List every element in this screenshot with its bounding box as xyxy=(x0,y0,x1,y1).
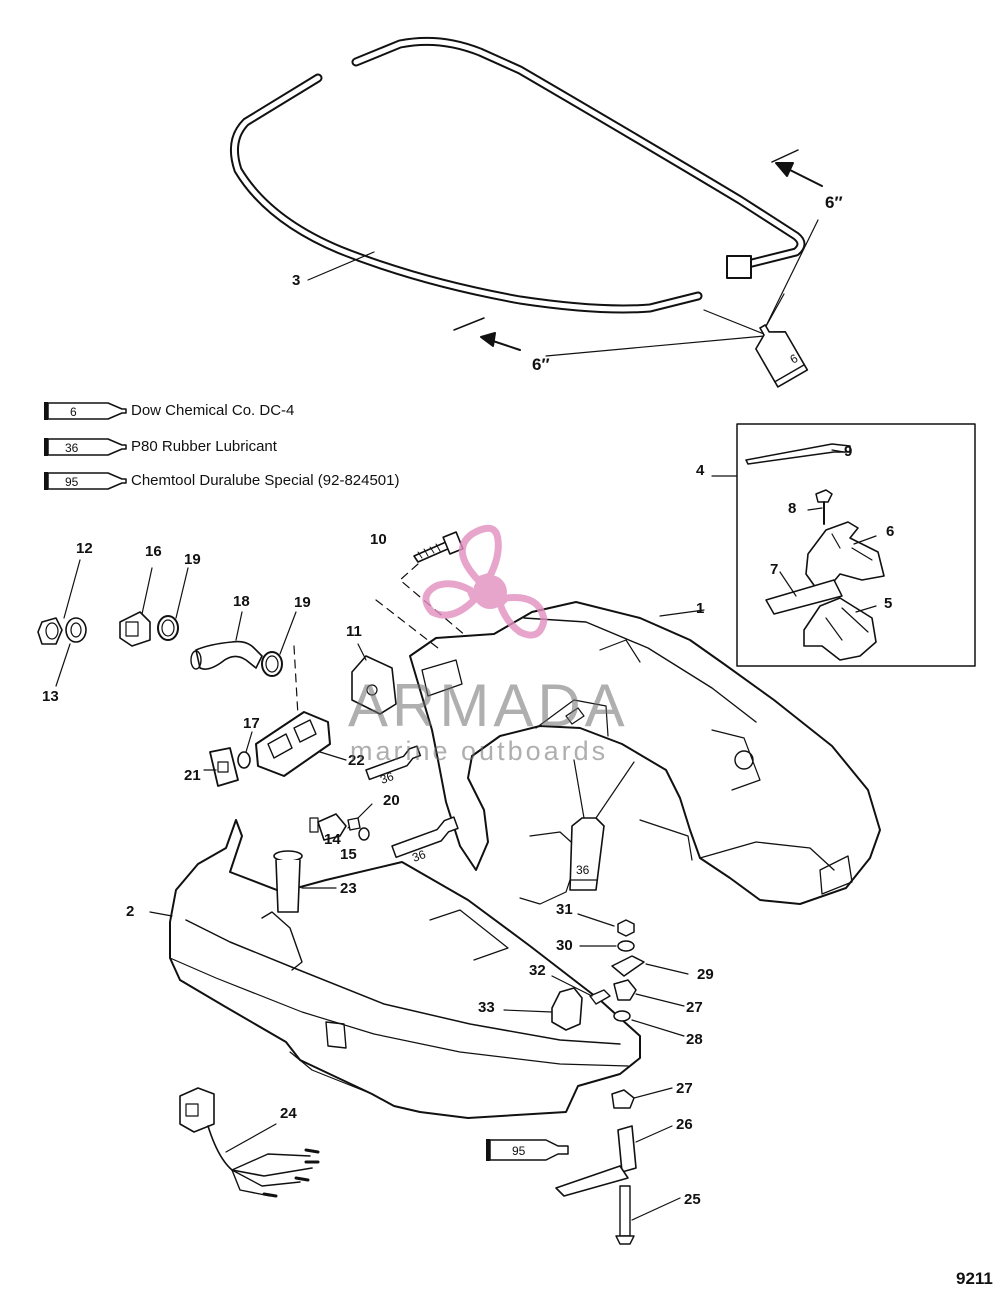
bushing-part-27b xyxy=(611,1089,635,1109)
diagram-number: 9211 xyxy=(956,1269,993,1288)
top-cowl-part-1 xyxy=(409,601,881,905)
callout-11: 11 xyxy=(346,623,362,640)
callout-14: 14 xyxy=(324,831,341,848)
legend-tube-36 xyxy=(44,438,127,456)
callout-19a: 19 xyxy=(184,551,201,568)
callout-16: 16 xyxy=(145,543,162,560)
hose-part-18 xyxy=(190,640,263,670)
dashed-guides xyxy=(293,563,467,717)
callout-25: 25 xyxy=(684,1191,701,1208)
bolt-part-10 xyxy=(413,531,464,563)
washer-part-30 xyxy=(617,940,635,952)
tube-part-23 xyxy=(273,850,303,913)
button-part-21 xyxy=(209,747,239,787)
callout-12: 12 xyxy=(76,540,93,557)
callout-6: 6 xyxy=(886,523,895,540)
ring-part-17 xyxy=(237,751,251,769)
kit-box-4 xyxy=(711,423,976,667)
grommet-part-22 xyxy=(255,711,331,777)
clamp-part-19b xyxy=(261,651,283,677)
callout-3: 3 xyxy=(292,272,301,289)
callout-15: 15 xyxy=(340,846,357,863)
callout-10: 10 xyxy=(370,531,387,548)
callout-29: 29 xyxy=(697,966,714,983)
lubricant-tube-36-c xyxy=(569,759,635,891)
clip-part-15 xyxy=(358,827,370,841)
callout-13: 13 xyxy=(42,688,59,705)
pin-part-25 xyxy=(615,1185,635,1245)
callout-33: 33 xyxy=(478,999,495,1016)
washer-part-28 xyxy=(613,1010,631,1022)
watermark-subtitle: marine outboards xyxy=(350,736,609,766)
legend-text-6: Dow Chemical Co. DC-4 xyxy=(131,402,295,419)
callout-7: 7 xyxy=(770,561,779,578)
dimension-label-lower: 6″ xyxy=(532,355,550,374)
tube-code-near-22: 36 xyxy=(378,769,396,787)
legend-text-95: Chemtool Duralube Special (92-824501) xyxy=(131,472,400,489)
lubricant-tube-36-b xyxy=(391,816,459,859)
legend-code-6: 6 xyxy=(70,405,77,419)
callout-5: 5 xyxy=(884,595,893,612)
lubricant-tube-95 xyxy=(486,1139,569,1161)
tube-code-bottom: 95 xyxy=(512,1144,526,1158)
callout-4: 4 xyxy=(696,462,705,479)
callout-2: 2 xyxy=(126,903,135,920)
callout-26: 26 xyxy=(676,1116,693,1133)
legend-code-36: 36 xyxy=(65,441,79,455)
clamp-part-19a xyxy=(157,615,179,641)
bracket-part-11 xyxy=(351,655,397,715)
legend-text-36: P80 Rubber Lubricant xyxy=(131,438,277,455)
callout-22: 22 xyxy=(348,752,365,769)
callout-27b: 27 xyxy=(676,1080,693,1097)
callout-27a: 27 xyxy=(686,999,703,1016)
callout-20: 20 xyxy=(383,792,400,809)
legend-tube-95 xyxy=(44,472,127,490)
seal-part-3 xyxy=(229,36,819,357)
watermark-title: ARMADA xyxy=(348,672,629,739)
arrow-lower xyxy=(480,332,521,351)
bracket-part-29 xyxy=(611,955,645,977)
bottom-cowl-part-2 xyxy=(169,819,641,1119)
nut-part-31 xyxy=(617,919,635,937)
legend-tube-6 xyxy=(44,402,127,420)
harness-part-24 xyxy=(179,1087,320,1198)
handle-part-26 xyxy=(555,1125,637,1197)
leader-2 xyxy=(149,911,173,917)
leader-1 xyxy=(659,609,705,617)
callout-28: 28 xyxy=(686,1031,703,1048)
dimension-label-upper: 6″ xyxy=(825,193,843,212)
callout-17: 17 xyxy=(243,715,260,732)
callout-19b: 19 xyxy=(294,594,311,611)
legend-code-95: 95 xyxy=(65,475,79,489)
callout-24: 24 xyxy=(280,1105,297,1122)
callout-18: 18 xyxy=(233,593,250,610)
ring-part-13 xyxy=(65,617,87,643)
callout-8: 8 xyxy=(788,500,797,517)
screw-part-32 xyxy=(589,989,611,1005)
lubricant-tube-36-a xyxy=(365,745,422,781)
callout-1: 1 xyxy=(696,600,705,617)
callout-30: 30 xyxy=(556,937,573,954)
lubricant-tube-6-seal xyxy=(755,324,809,388)
callout-31: 31 xyxy=(556,901,573,918)
callout-32: 32 xyxy=(529,962,546,979)
grommet-part-12 xyxy=(37,617,63,645)
watermark-propeller xyxy=(422,524,548,639)
callout-9: 9 xyxy=(844,443,853,460)
arrow-upper xyxy=(775,162,823,187)
fitting-part-16 xyxy=(119,611,151,647)
callout-23: 23 xyxy=(340,880,357,897)
connector-part-20 xyxy=(309,813,347,841)
tube-code-near-14: 36 xyxy=(410,847,428,865)
clip-part-14 xyxy=(347,817,361,831)
callout-21: 21 xyxy=(184,767,201,784)
bushing-part-27a xyxy=(613,979,637,1001)
tube-code-center: 36 xyxy=(576,863,590,877)
latch-part-33 xyxy=(551,987,583,1031)
